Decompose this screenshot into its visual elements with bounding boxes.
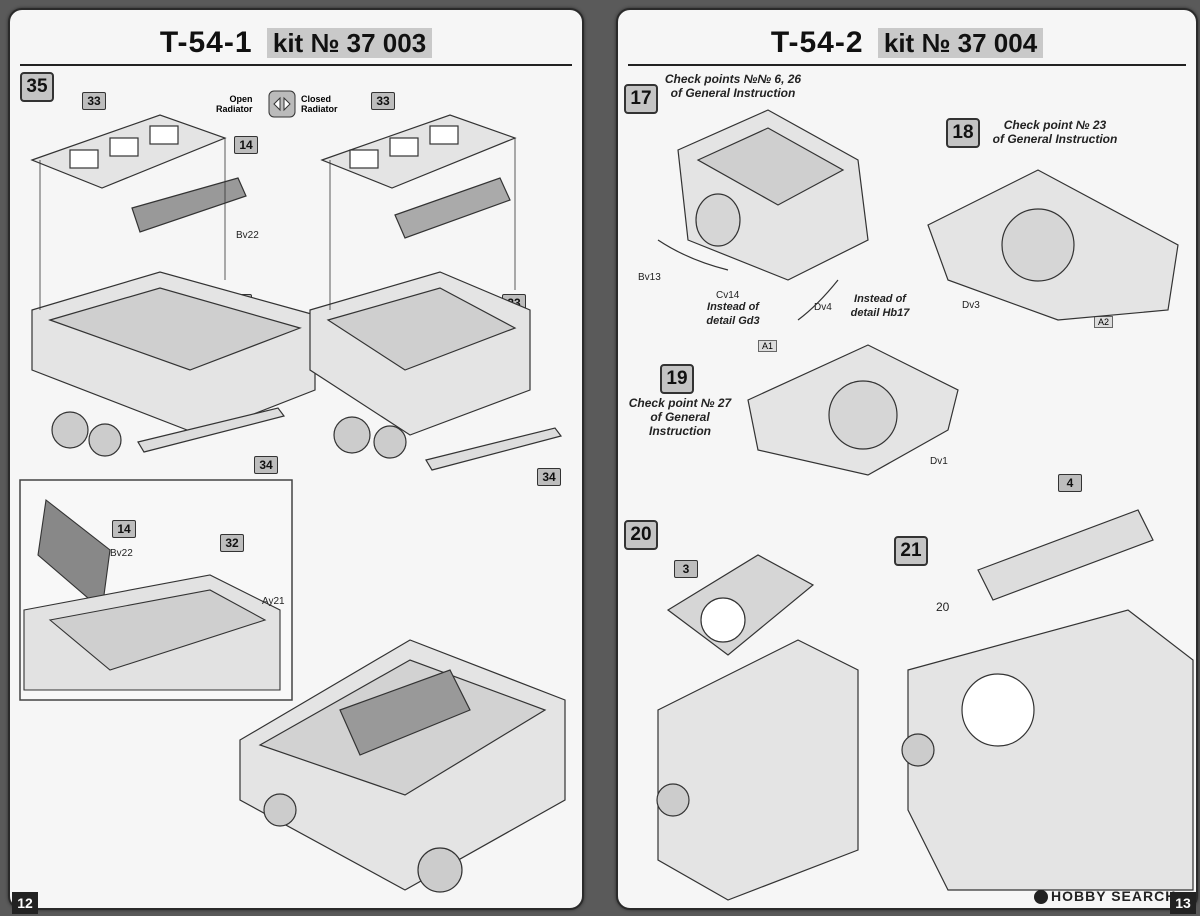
radiator-toggle-icon	[268, 90, 296, 118]
step-17-badge: 17	[624, 84, 658, 114]
assembly-drawing-step-35	[19, 114, 566, 893]
part-label: 4	[1058, 474, 1082, 492]
part-label: 34	[254, 456, 278, 474]
page-title-left: T-54-1 kit № 37 003	[10, 26, 582, 60]
detail-label: Dv3	[962, 300, 980, 311]
detail-label: Bv22	[110, 548, 133, 559]
title-rule	[20, 64, 572, 66]
step-20-badge: 20	[624, 520, 658, 550]
model-title: T-54-2	[770, 26, 864, 59]
step-35-badge: 35	[20, 72, 54, 102]
right-page: T-54-2 kit № 37 004 17 Check points №№ 6…	[616, 8, 1198, 914]
part-label: 3	[674, 560, 698, 578]
page-number-left: 12	[12, 892, 38, 914]
instead-of-hb17-note: Instead of detail Hb17	[850, 293, 910, 319]
model-title: T-54-1	[159, 26, 253, 59]
part-label: 34	[537, 468, 561, 486]
left-page: T-54-1 kit № 37 003 35 Open Radiator Clo…	[8, 8, 584, 914]
step-19-note: Check point № 27 of General Instruction	[628, 396, 732, 438]
step-17-note: Check points №№ 6, 26 of General Instruc…	[664, 72, 802, 100]
detail-label: Dv1	[930, 456, 948, 467]
detail-label: Ay21	[262, 596, 285, 607]
page-number-right: 13	[1170, 892, 1196, 914]
step-19-badge: 19	[660, 364, 694, 394]
step-18-badge: 18	[946, 118, 980, 148]
step-21-badge: 21	[894, 536, 928, 566]
detail-label: Bv13	[638, 272, 661, 283]
part-label: 33	[371, 92, 395, 110]
step-18-note: Check point № 23 of General Instruction	[992, 118, 1118, 146]
part-label: 14	[234, 136, 258, 154]
hull-flag: A1	[758, 340, 778, 352]
legend-closed-label: Closed Radiator	[301, 94, 338, 114]
part-label: 32	[220, 534, 244, 552]
watermark: HOBBY SEARCH	[1034, 888, 1176, 905]
hobby-search-logo-icon	[1034, 890, 1048, 905]
hull-flag: A2	[1094, 316, 1114, 328]
legend-open-label: Open Radiator	[216, 94, 253, 114]
kit-number: kit № 37 003	[266, 28, 433, 58]
detail-label: Bv22	[236, 230, 259, 241]
detail-label: 20	[936, 600, 950, 614]
assembly-drawing-right	[656, 109, 1194, 901]
part-label: 33	[82, 92, 106, 110]
part-label: 14	[112, 520, 136, 538]
detail-label: Cv14	[716, 290, 740, 301]
instead-of-gd3-note: Instead of detail Gd3	[706, 301, 760, 327]
page-title-right: T-54-2 kit № 37 004	[618, 26, 1196, 60]
title-rule	[628, 64, 1186, 66]
kit-number: kit № 37 004	[877, 28, 1044, 58]
detail-label: Dv4	[814, 302, 832, 313]
